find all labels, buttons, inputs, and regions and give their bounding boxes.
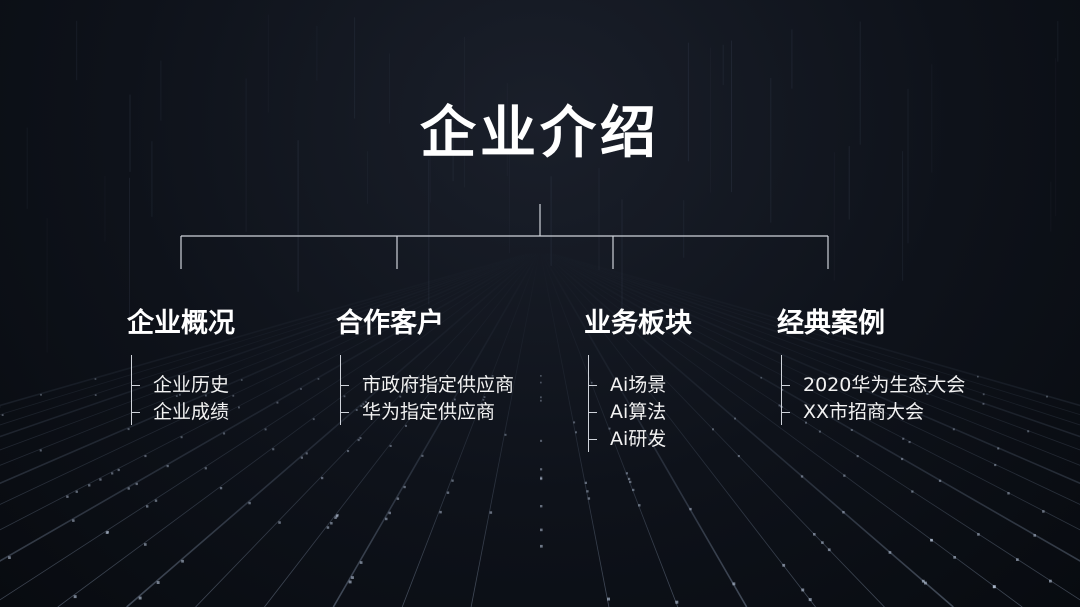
- section-cases: 经典案例 2020华为生态大会 XX市招商大会: [777, 305, 885, 343]
- list-item: Ai算法: [610, 399, 666, 426]
- section-heading: 企业概况: [127, 305, 235, 343]
- section-heading: 经典案例: [777, 305, 885, 343]
- section-items: Ai场景 Ai算法 Ai研发: [610, 372, 666, 453]
- list-item: 华为指定供应商: [362, 399, 514, 426]
- section-bracket: [340, 355, 351, 425]
- list-item: Ai研发: [610, 426, 666, 453]
- section-business: 业务板块 Ai场景 Ai算法 Ai研发: [584, 305, 692, 343]
- section-items: 市政府指定供应商 华为指定供应商: [362, 372, 514, 426]
- section-items: 企业历史 企业成绩: [153, 372, 229, 426]
- list-item: 市政府指定供应商: [362, 372, 514, 399]
- section-heading: 合作客户: [336, 305, 444, 343]
- section-heading: 业务板块: [584, 305, 692, 343]
- list-item: 2020华为生态大会: [803, 372, 965, 399]
- section-items: 2020华为生态大会 XX市招商大会: [803, 372, 965, 426]
- list-item: XX市招商大会: [803, 399, 965, 426]
- list-item: 企业历史: [153, 372, 229, 399]
- section-bracket: [588, 355, 599, 452]
- section-clients: 合作客户 市政府指定供应商 华为指定供应商: [336, 305, 444, 343]
- list-item: 企业成绩: [153, 399, 229, 426]
- section-bracket: [131, 355, 142, 425]
- section-bracket: [781, 355, 792, 425]
- section-overview: 企业概况 企业历史 企业成绩: [127, 305, 235, 343]
- list-item: Ai场景: [610, 372, 666, 399]
